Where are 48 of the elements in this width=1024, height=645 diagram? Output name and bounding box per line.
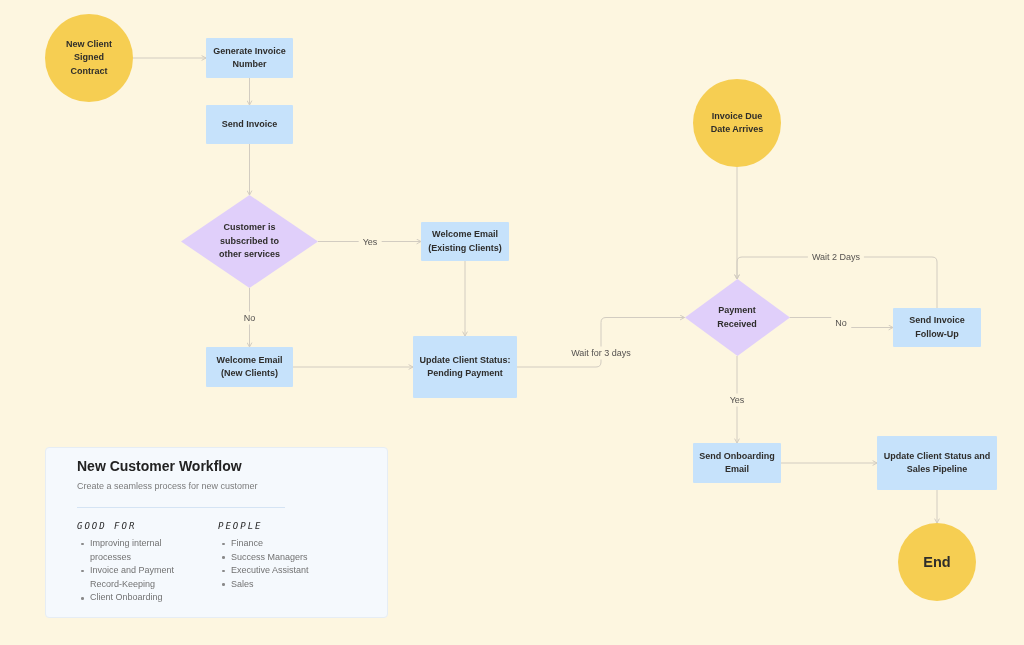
node-label: New Client Signed Contract — [65, 37, 113, 78]
info-card — [45, 447, 388, 618]
node-label: Send Onboarding Email — [698, 449, 776, 476]
arrow — [292, 364, 414, 370]
decision-diamond — [181, 195, 318, 288]
node-label: Customer is subscribed to other services — [217, 221, 281, 262]
arrow — [246, 77, 253, 106]
bullet-item: Sales — [218, 577, 254, 592]
bullet-item: Executive Assistant — [218, 564, 309, 578]
process-box — [206, 347, 293, 387]
process-box — [421, 222, 509, 261]
edge-label: No — [831, 316, 851, 329]
bullet-item: Finance — [218, 537, 264, 551]
process-box — [206, 105, 293, 144]
decision-diamond — [684, 279, 790, 356]
card-title: New Customer Workflow — [77, 457, 242, 475]
node-label: Invoice Due Date Arrives — [709, 109, 765, 136]
node-label: Welcome Email (Existing Clients) — [427, 228, 503, 255]
process-box — [693, 443, 781, 483]
arrow — [246, 143, 253, 196]
arrow — [780, 460, 878, 466]
bullet-item: Improving internal processes — [77, 537, 181, 565]
card-subtitle: Create a seamless process for new customer — [77, 480, 258, 492]
arrow — [132, 55, 207, 61]
process-box — [413, 336, 517, 398]
bullet-item: Success Managers — [218, 550, 308, 565]
node-label: Generate Invoice Number — [212, 44, 287, 71]
bullet-item: Invoice and Payment Record-Keeping — [77, 564, 181, 592]
section-heading: GOOD FOR — [77, 520, 137, 532]
bullet-item: Client Onboarding — [77, 591, 163, 605]
node-label: Send Invoice — [221, 117, 278, 131]
arrow — [246, 287, 253, 348]
process-box — [206, 38, 293, 78]
section-heading: PEOPLE — [218, 520, 263, 532]
node-label: Welcome Email (New Clients) — [215, 353, 284, 380]
arrow — [516, 314, 685, 368]
node-label: Send Invoice Follow-Up — [908, 314, 966, 341]
arrow — [734, 355, 740, 444]
node-label: Payment Received — [716, 304, 758, 331]
process-box — [877, 436, 997, 490]
node-label: Update Client Status and Sales Pipeline — [882, 449, 992, 476]
arrow — [934, 489, 940, 524]
process-box — [893, 308, 981, 347]
arrow — [462, 260, 468, 337]
edge-label: Wait 2 Days — [807, 250, 865, 264]
node-label: End — [923, 552, 951, 572]
arrow — [789, 317, 894, 331]
node-label: Update Client Status: Pending Payment — [418, 353, 512, 380]
